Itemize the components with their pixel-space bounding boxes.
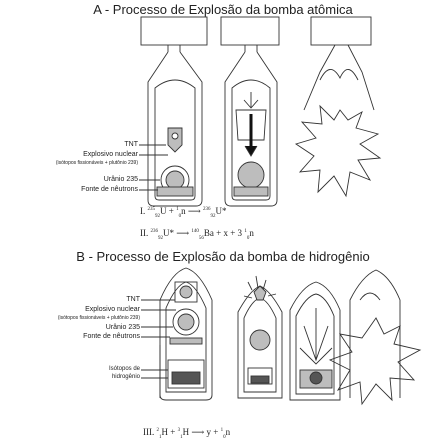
bomb-b-3-fusion-core [309, 371, 323, 385]
bomb-a-2-body [224, 51, 278, 207]
bomb-a-3-tail [310, 16, 372, 46]
bomb-b-2-hydrogen-chamber [247, 367, 273, 385]
equation-3: III. 21H + 31H ⟶ y + 10n [143, 427, 231, 440]
label-b-tnt: TNT [126, 296, 140, 303]
bomb-a-1-tail [140, 16, 208, 46]
bomb-b-3-radiation-lines [299, 308, 333, 365]
bomb-a-3-explosion-burst [294, 104, 382, 198]
bomb-b-2-blast-rays [243, 275, 277, 299]
equation-2: II. 23692U* ⟶ 14056Ba + x + 3 10n [140, 228, 254, 241]
equation-1: I. 23592U + 10n ⟶ 23692U* [140, 206, 227, 219]
bomb-a-2-neck [244, 45, 258, 52]
bomb-b-4-body [349, 269, 401, 398]
bomb-b-3 [289, 281, 341, 401]
label-b-isotopos-h1: Isótopos de [108, 366, 140, 372]
bomb-a-2-neutron-source [233, 186, 269, 197]
bomb-a-3-casing-fragments [303, 44, 375, 111]
bomb-b-1-inner-casing [165, 281, 207, 393]
bomb-a-2-blast-lines [243, 92, 259, 109]
label-a-tnt: TNT [124, 141, 138, 148]
label-b-uranio: Urânio 235 [105, 324, 140, 331]
bomb-b-3-inner-casing [295, 293, 335, 395]
bomb-b-4-top-fragment [359, 292, 381, 301]
bomb-b-2 [237, 275, 283, 399]
bomb-b-1-tnt [179, 285, 193, 299]
bomb-a-1-inner-casing [154, 79, 196, 201]
bomb-a-1-body [147, 51, 203, 207]
label-b-fonte: Fonte de nêutrons [83, 333, 140, 340]
bomb-b-4-explosion-burst [328, 317, 422, 406]
bomb-a-2-inner-casing [231, 79, 271, 201]
label-a-isotopos: (isótopos fissionáveis + plutônio 239) [55, 160, 138, 166]
bomb-a-leader-lines [139, 144, 168, 191]
label-b-isotopos-h2: hidrogênio [111, 374, 140, 380]
bomb-a-1 [139, 16, 208, 207]
label-a-uranio: Urânio 235 [103, 176, 138, 183]
bomb-a-2-uranium [237, 161, 265, 189]
section-b-title: B - Processo de Explosão da bomba de hid… [76, 249, 370, 264]
bomb-b-2-hydrogen-isotopes [250, 375, 270, 384]
bomb-a-2 [220, 16, 280, 207]
bomb-b-2-fission-core [249, 329, 271, 351]
bomb-b-1-body [159, 267, 213, 401]
bomb-a-1-uranium-core [165, 170, 185, 190]
bomb-b-1 [141, 267, 213, 401]
bomb-a-1-tnt [167, 127, 183, 153]
bomb-b-2-initial-burst [253, 285, 267, 301]
bomb-b-1-neutron-source [169, 337, 203, 345]
bomb-a-2-tail [220, 16, 280, 46]
label-b-isotopos: (isótopos fissionáveis + plutônio 239) [57, 315, 140, 321]
label-a-explosivo: Explosivo nuclear [83, 151, 138, 158]
bomb-b-4 [328, 269, 422, 406]
bomb-b-1-tnt-block [174, 281, 198, 303]
bomb-a-1-neck [167, 45, 181, 52]
bomb-a-3 [294, 16, 382, 198]
bomb-b-leader-lines [141, 299, 176, 398]
bomb-b-1-hydrogen-chamber [167, 359, 205, 389]
label-a-fonte: Fonte de nêutrons [81, 186, 138, 193]
bomb-a-1-nuclear-charge [171, 132, 179, 140]
bomb-b-1-hydrogen-isotopes [171, 371, 201, 385]
section-a-title: A - Processo de Explosão da bomba atômic… [93, 2, 353, 17]
bomb-a-3-cloud-top [319, 69, 359, 81]
bomb-b-1-uranium-sphere [172, 308, 200, 336]
bomb-a-1-neutron-source [156, 186, 194, 197]
label-b-explosivo: Explosivo nuclear [85, 306, 140, 313]
bomb-a-2-projectile-tip [244, 145, 258, 157]
bomb-b-1-uranium-core [177, 313, 195, 331]
bomb-b-3-body [289, 281, 341, 401]
bomb-a-2-chamber [235, 109, 267, 141]
